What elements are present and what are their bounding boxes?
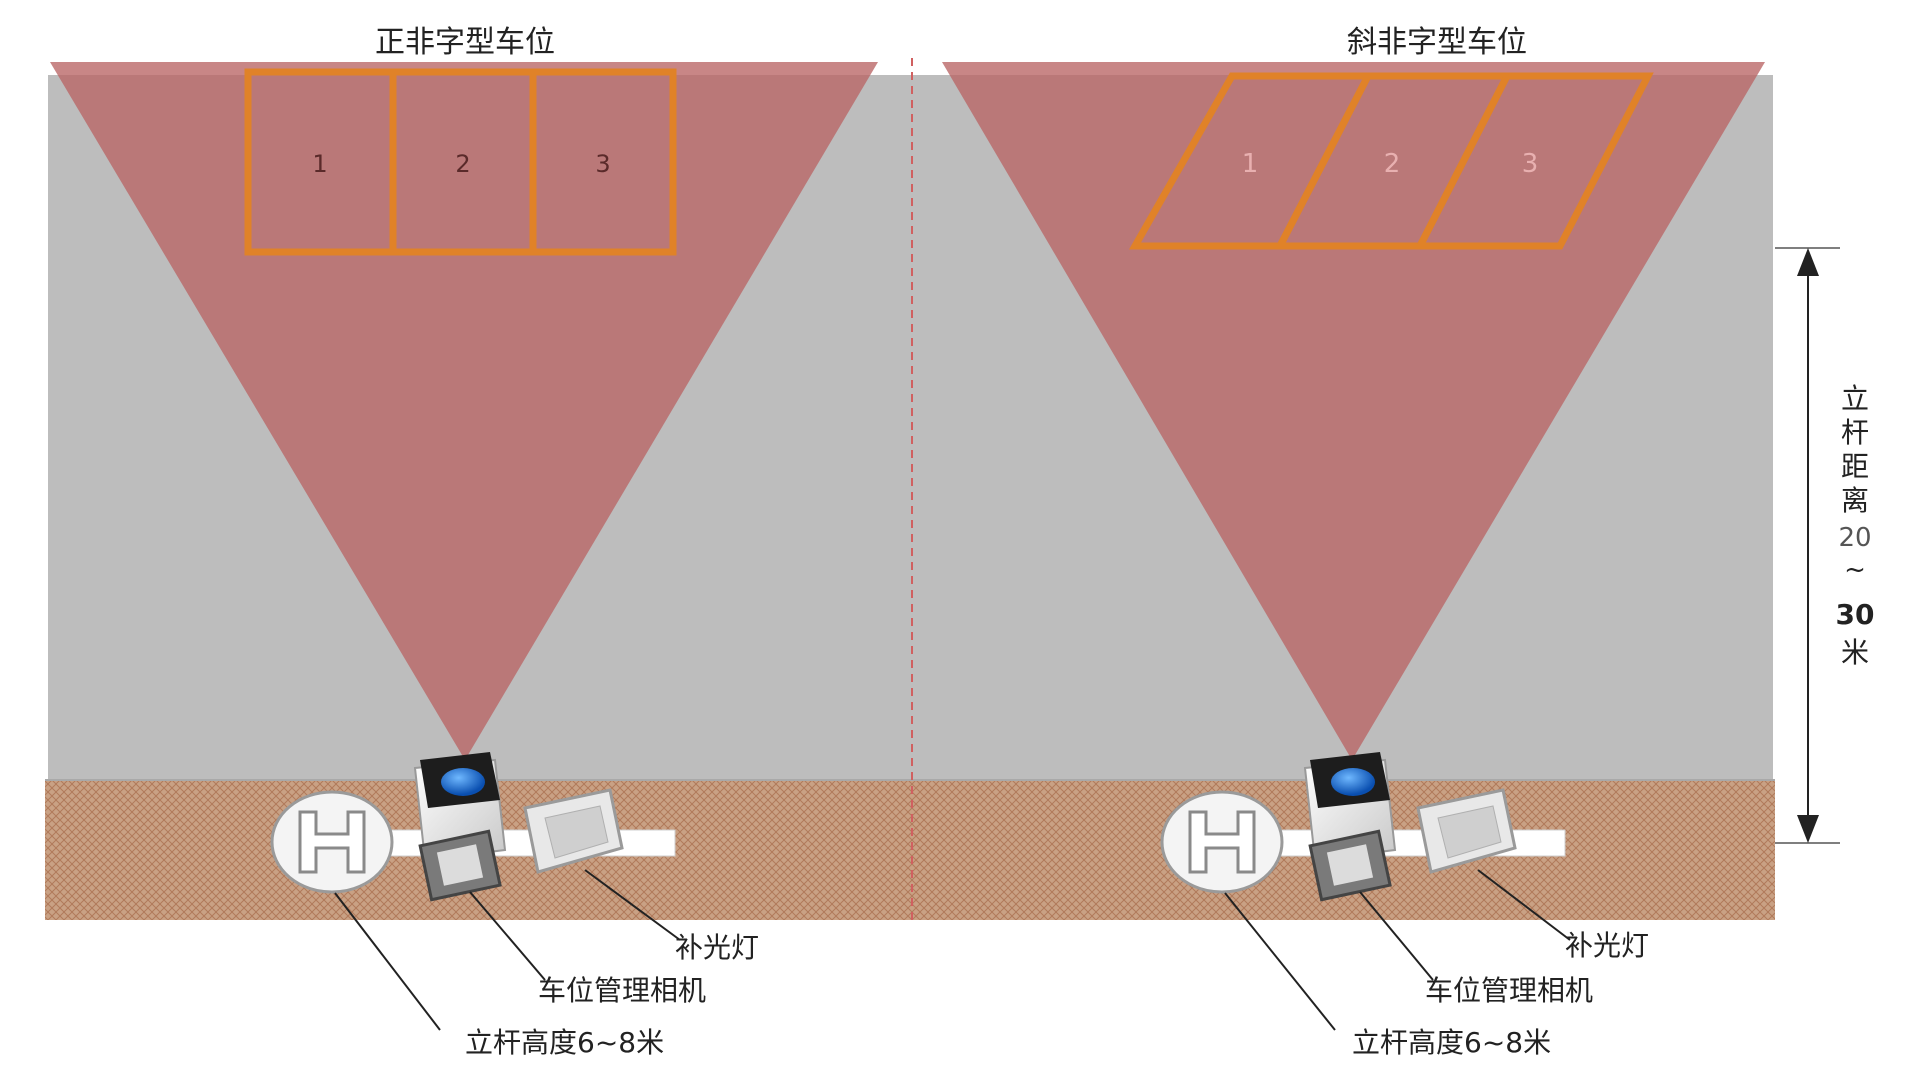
floodlight-label: 补光灯 — [1565, 929, 1649, 962]
camera-label: 车位管理相机 — [538, 974, 706, 1007]
slot-number: 1 — [1242, 149, 1259, 179]
slot-number: 3 — [595, 150, 610, 178]
h-badge-icon — [1160, 790, 1284, 894]
camera-icon — [413, 752, 507, 902]
distance-char: 立 — [1841, 382, 1869, 415]
h-badge-icon — [270, 790, 394, 894]
camera-label: 车位管理相机 — [1425, 974, 1593, 1007]
slot-number: 2 — [455, 150, 470, 178]
parking-slots: 1 2 3 — [244, 68, 677, 256]
pole-height-label: 立杆高度6~8米 — [1352, 1026, 1551, 1059]
parking-slots: 1 2 3 — [1128, 72, 1654, 250]
parking-slot — [1414, 72, 1654, 250]
distance-dimension: 立 杆 距 离 20 ~ 30 米 — [1775, 247, 1875, 844]
floodlight-label: 补光灯 — [675, 931, 759, 964]
parking-slot — [529, 68, 677, 256]
panel-title: 斜非字型车位 — [1347, 25, 1527, 60]
slot-number: 1 — [312, 150, 327, 178]
pole-height-label: 立杆高度6~8米 — [465, 1026, 664, 1059]
panel-title: 正非字型车位 — [375, 25, 555, 60]
distance-range-start: 20 — [1838, 523, 1871, 553]
right-panel: 斜非字型车位 1 2 3 — [942, 25, 1765, 1059]
distance-tilde: ~ — [1844, 555, 1866, 585]
distance-char: 距 — [1841, 450, 1869, 483]
arrow-up-icon — [1797, 248, 1819, 276]
left-panel: 正非字型车位 1 2 3 — [50, 25, 878, 1059]
slot-number: 3 — [1522, 149, 1539, 179]
distance-char: 离 — [1841, 484, 1869, 517]
floodlight-icon — [523, 788, 624, 874]
distance-char: 杆 — [1841, 416, 1869, 449]
slot-number: 2 — [1384, 149, 1401, 179]
floodlight-icon — [1416, 788, 1517, 874]
distance-unit: 米 — [1841, 636, 1869, 669]
camera-field-of-view — [942, 62, 1765, 760]
arrow-down-icon — [1797, 815, 1819, 843]
camera-icon — [1303, 752, 1397, 902]
distance-range-end: 30 — [1836, 598, 1875, 631]
